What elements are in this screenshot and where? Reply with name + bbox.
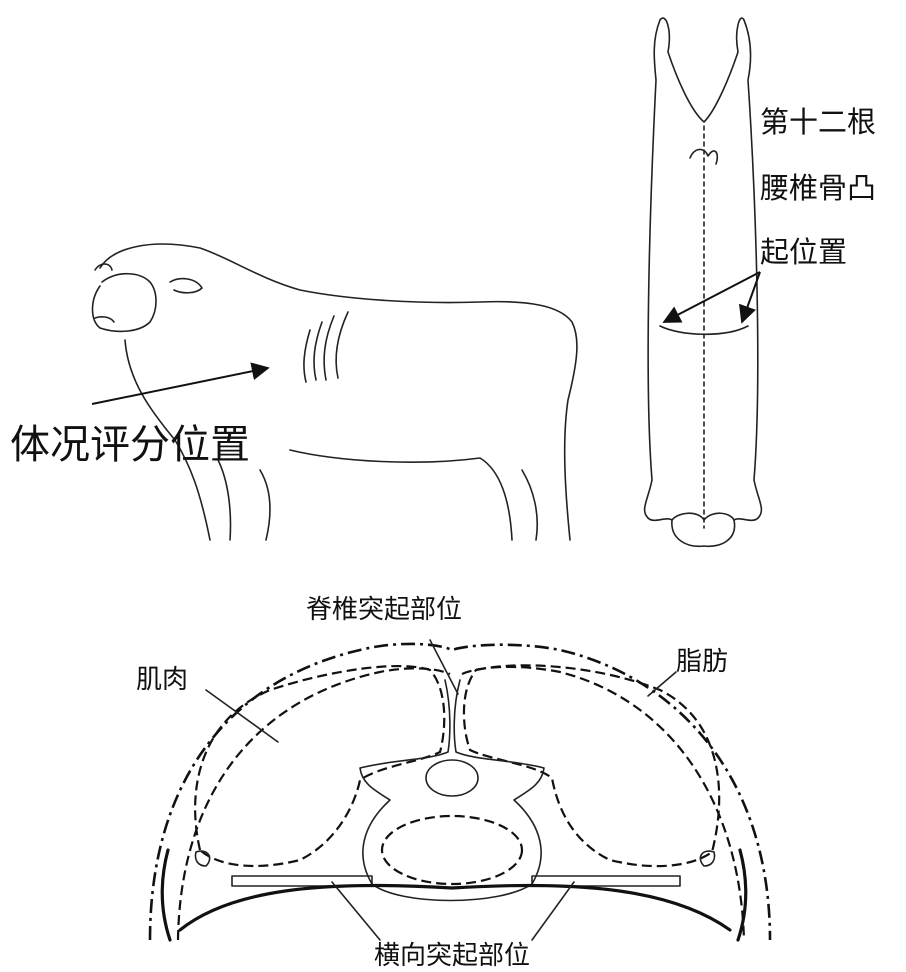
muscle-label: 肌肉 bbox=[136, 665, 188, 695]
twelfth-label-line1: 第十二根 bbox=[760, 105, 876, 139]
body-condition-label: 体况评分位置 bbox=[10, 422, 250, 468]
spinous-process-label: 脊椎突起部位 bbox=[306, 595, 462, 625]
sheep-side-view bbox=[92, 244, 577, 540]
transverse-process-label: 横向突起部位 bbox=[374, 941, 530, 971]
twelfth-label-line3: 起位置 bbox=[760, 235, 847, 269]
fat-label: 脂肪 bbox=[676, 647, 728, 677]
spine-cross-section bbox=[150, 640, 770, 940]
carcass-top-view bbox=[645, 18, 762, 546]
twelfth-label-line2: 腰椎骨凸 bbox=[760, 171, 876, 205]
